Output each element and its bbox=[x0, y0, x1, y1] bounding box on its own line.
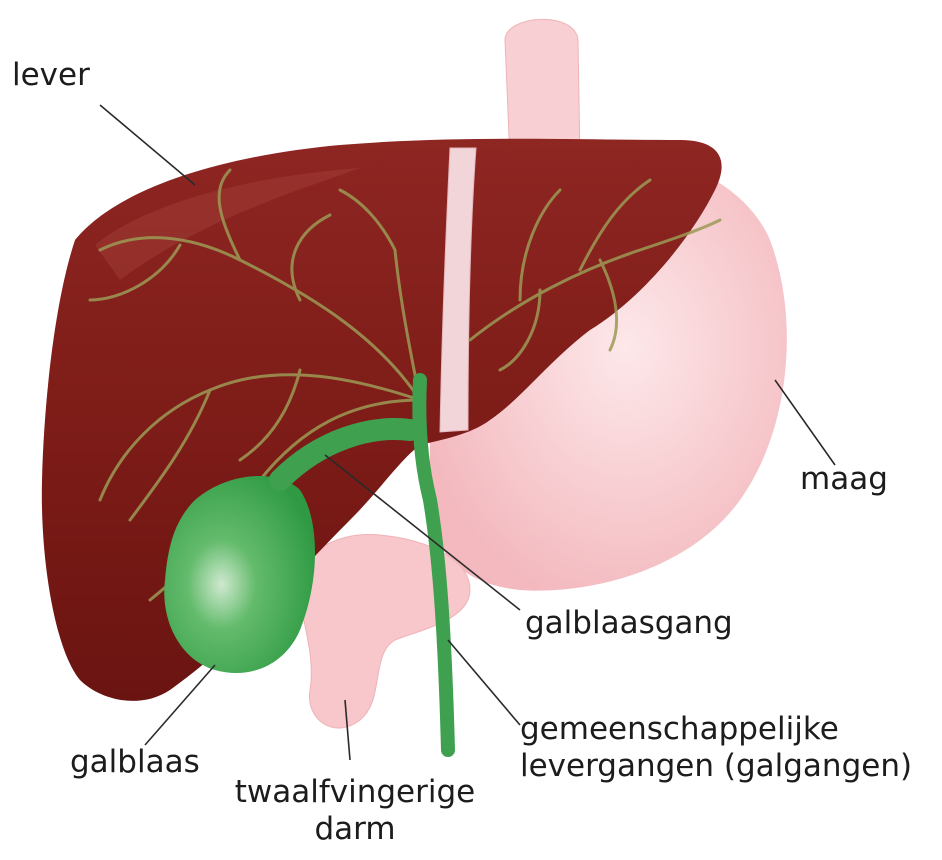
label-galblaasgang: galblaasgang bbox=[525, 606, 733, 642]
label-twaalfvingerige-line1: twaalfvingerige bbox=[230, 775, 480, 811]
label-lever: lever bbox=[12, 58, 90, 94]
leader-lever bbox=[100, 105, 195, 185]
label-twaalfvingerige-line2: darm bbox=[230, 812, 480, 848]
label-maag: maag bbox=[800, 462, 888, 498]
label-gemeenschappelijke-line2: levergangen (galgangen) bbox=[520, 749, 912, 785]
leader-gemeenschappelijke bbox=[448, 640, 520, 725]
label-gemeenschappelijke-line1: gemeenschappelijke bbox=[520, 712, 839, 748]
label-galblaas: galblaas bbox=[70, 745, 200, 781]
leader-maag bbox=[775, 380, 835, 465]
